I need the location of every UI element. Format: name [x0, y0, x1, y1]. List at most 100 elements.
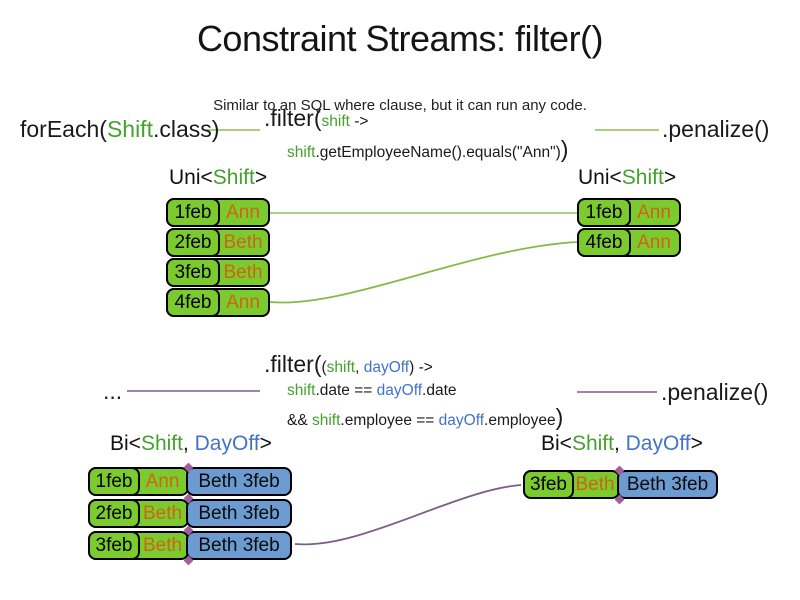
bi-right-class1: Shift	[571, 432, 614, 455]
uni-right-prefix: Uni<	[578, 166, 622, 189]
connector-4feb-ann	[269, 241, 578, 304]
bi-left-class2: DayOff	[194, 432, 260, 455]
name-cell: Beth	[575, 473, 615, 495]
uni-left-prefix: Uni<	[169, 166, 213, 189]
line2-shift: shift	[311, 412, 341, 429]
page-subtitle: Similar to an SQL where clause, but it c…	[213, 97, 587, 114]
line2-and: &&	[287, 412, 312, 429]
date-cell: 4feb	[577, 228, 631, 257]
line1-shift: shift	[287, 382, 316, 399]
date-cell: 3feb	[88, 531, 140, 560]
filter1-close-paren: )	[560, 136, 569, 162]
date-cell: 1feb	[88, 467, 140, 496]
name-cell: Beth	[223, 231, 263, 253]
bi-left-prefix: Bi<	[110, 432, 141, 455]
filter1-body-var: shift	[287, 144, 316, 161]
date-cell: 2feb	[166, 228, 220, 257]
line2-rest: .employee	[484, 412, 556, 429]
pipeline2-source-ellipsis: ...	[103, 378, 123, 404]
name-cell: Beth	[142, 534, 183, 556]
uni-left-class: Shift	[212, 166, 255, 189]
date-cell: 3feb	[523, 470, 574, 499]
bi-right-class2: DayOff	[625, 432, 691, 455]
line2-op: .employee ==	[340, 412, 439, 429]
filter1-keyword: .filter(	[264, 105, 322, 131]
line1-op: .date ==	[315, 382, 377, 399]
filter2-close-paren: )	[555, 404, 564, 430]
date-cell: 2feb	[88, 499, 140, 528]
dayoff-cell: Beth 3feb	[186, 499, 292, 528]
connector-3feb-pair	[294, 484, 522, 546]
filter2-param2: dayOff	[363, 359, 410, 376]
name-cell: Ann	[226, 291, 260, 313]
filter2-open-paren: (	[321, 359, 327, 376]
filter2-param1: shift	[326, 359, 356, 376]
page-title: Constraint Streams: filter()	[196, 18, 604, 59]
name-cell: Beth	[223, 261, 263, 283]
uni-left-suffix: >	[254, 166, 268, 189]
table-row: 4feb Ann	[577, 228, 681, 257]
date-cell: 1feb	[577, 198, 631, 227]
bi-left-comma: ,	[182, 432, 195, 455]
dayoff-cell: Beth 3feb	[617, 470, 718, 499]
filter1-head: .filter(shift ->	[264, 105, 368, 132]
filter2-body-line1: shift.date == dayOff.date	[287, 382, 457, 400]
foreach-expression: forEach(Shift.class)	[20, 116, 219, 143]
bi-left-suffix: >	[259, 432, 272, 455]
uni-type-right: Uni<Shift>	[578, 166, 676, 190]
dayoff-cell: Beth 3feb	[186, 531, 292, 560]
filter1-body-rest: .getEmployeeName().equals("Ann")	[315, 144, 561, 161]
date-cell: 4feb	[166, 288, 220, 317]
name-cell: Ann	[637, 231, 671, 253]
filter2-keyword: .filter(	[264, 351, 322, 377]
foreach-suffix: .class)	[152, 116, 220, 142]
filter2-close-params: )	[409, 359, 415, 376]
filter1-arrow: ->	[349, 113, 369, 130]
dayoff-cell: Beth 3feb	[186, 467, 292, 496]
date-cell: 3feb	[166, 258, 220, 287]
name-cell: Ann	[145, 470, 180, 492]
filter2-comma: ,	[355, 359, 364, 376]
bi-type-right: Bi<Shift, DayOff>	[541, 432, 703, 456]
date-cell: 1feb	[166, 198, 220, 227]
penalize2-expression: .penalize()	[661, 379, 769, 405]
foreach-prefix: forEach(	[20, 116, 107, 142]
bi-type-left: Bi<Shift, DayOff>	[110, 432, 272, 456]
name-cell: Ann	[637, 201, 671, 223]
line1-rest: .date	[422, 382, 457, 399]
filter2-arrow: ->	[414, 359, 433, 376]
bi-right-prefix: Bi<	[541, 432, 572, 455]
filter2-head: .filter((shift, dayOff) ->	[264, 351, 433, 378]
name-cell: Beth	[142, 502, 183, 524]
uni-right-suffix: >	[663, 166, 677, 189]
table-row: 4feb Ann	[166, 288, 270, 317]
bi-right-comma: ,	[613, 432, 626, 455]
table-row: 1feb Ann	[577, 198, 681, 227]
uni-type-left: Uni<Shift>	[169, 166, 267, 190]
bi-right-suffix: >	[690, 432, 703, 455]
uni-right-class: Shift	[621, 166, 664, 189]
filter1-param: shift	[321, 113, 350, 130]
filter2-body-line2: && shift.employee == dayOff.employee)	[287, 404, 563, 431]
line2-dayoff: dayOff	[438, 412, 485, 429]
line1-dayoff: dayOff	[376, 382, 423, 399]
penalize1-expression: .penalize()	[662, 116, 770, 142]
bi-left-class1: Shift	[140, 432, 183, 455]
foreach-class-name: Shift	[106, 116, 153, 142]
filter1-body: shift.getEmployeeName().equals("Ann"))	[287, 136, 568, 163]
